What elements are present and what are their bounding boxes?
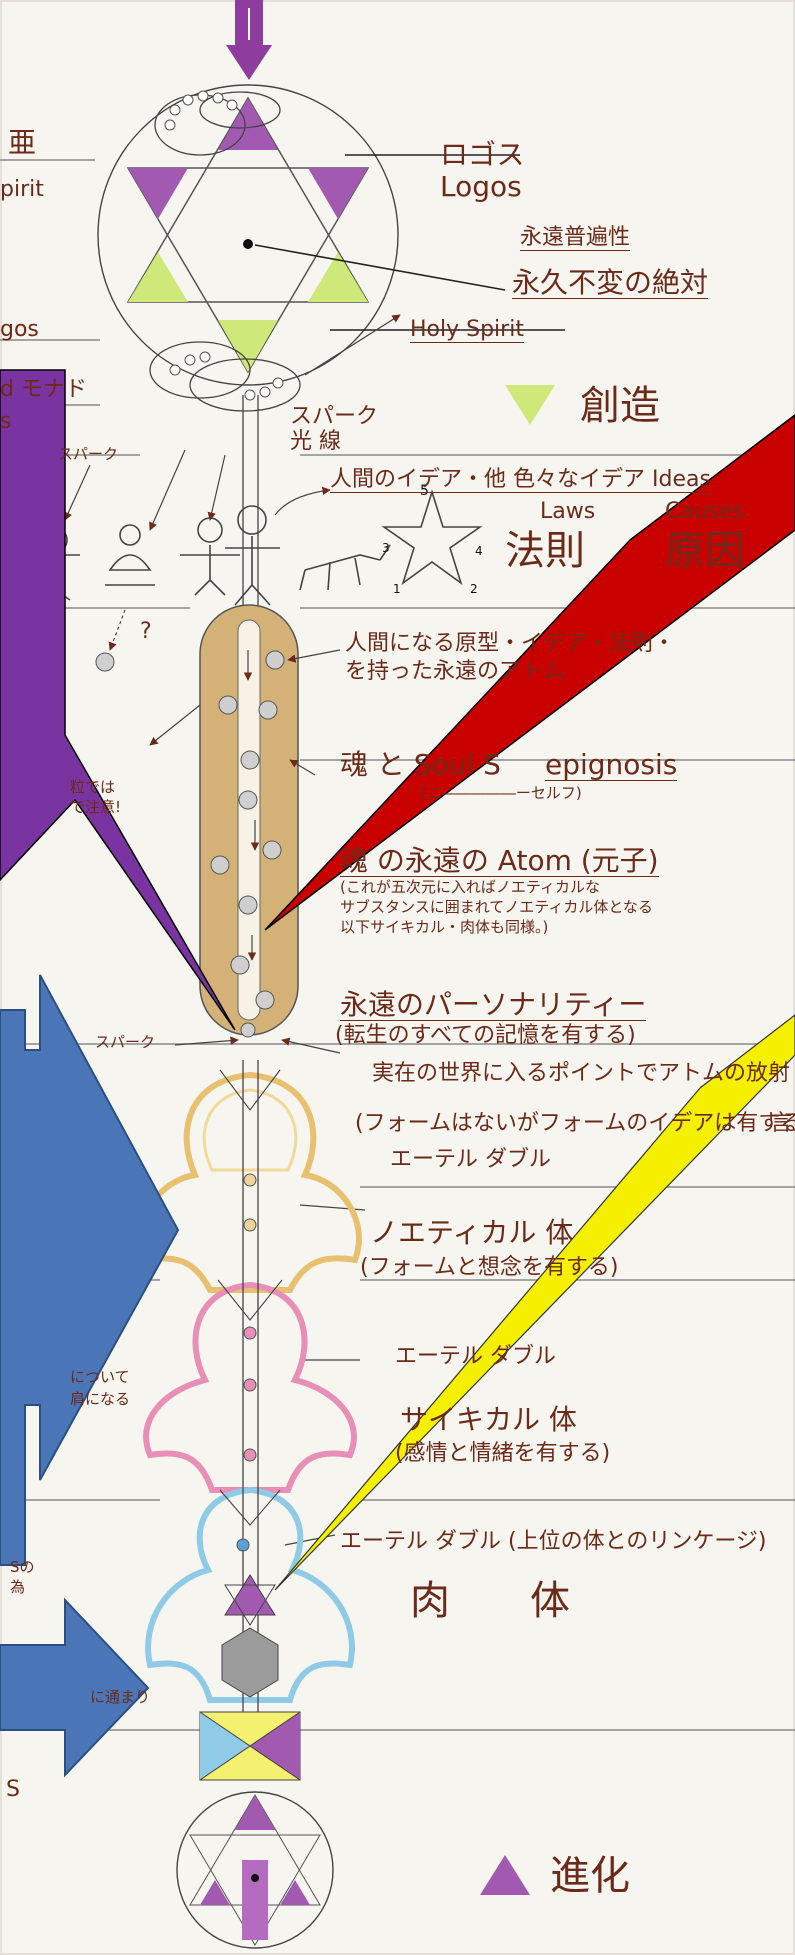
ideas-line: 人間のイデア・他 色々なイデア Ideas (330, 467, 711, 494)
svg-text:2: 2 (470, 582, 478, 596)
causes-ja: 原因 (665, 528, 745, 574)
animal-figure-icon (299, 544, 391, 591)
human-figure-icon (225, 505, 280, 606)
laws-en: Laws (540, 499, 596, 524)
triangle-down-icon (505, 385, 555, 425)
left-note-3: について (70, 1368, 130, 1386)
descent-arrow-head (226, 45, 272, 80)
atom-note-3: 以下サイキカル・肉体も同様。) (340, 918, 549, 936)
noetical-body-aura (138, 1071, 362, 1293)
laws-ja: 法則 (505, 528, 585, 574)
hexagram-icon (97, 84, 399, 386)
red-callout (264, 414, 795, 931)
left-note-8: S (6, 1777, 20, 1802)
big-blue-arrow (0, 974, 180, 1566)
epignosis-label: epignosis (545, 748, 678, 782)
svg-text:3: 3 (382, 541, 390, 555)
left-label-5: s (0, 409, 12, 434)
small-blue-arrow (0, 1597, 150, 1778)
atom-title: 魂 の永遠の Atom (元子) (340, 844, 659, 878)
left-note-1: 粒では (70, 778, 116, 796)
star-icon (381, 489, 483, 586)
left-note-7: に通まり (90, 1688, 151, 1706)
causes-en: Causes (665, 499, 745, 524)
etheric-double-2: エーテル ダブル (395, 1344, 556, 1369)
tube-spark: スパーク (95, 1033, 156, 1051)
left-label-2: pirit (0, 177, 44, 202)
left-note-6: 為 (10, 1578, 26, 1596)
etheric-double-1: エーテル ダブル (390, 1147, 551, 1172)
left-label-3: gos (0, 317, 39, 342)
yellow-callout (274, 1014, 795, 1591)
holy-spirit: Holy Spirit (410, 317, 524, 344)
noetical-form-note-tail: 言 (770, 1111, 793, 1136)
left-note-4: 肩になる (70, 1390, 131, 1408)
atom-label-1: 人間になる原型・イデア・法則・ (345, 631, 676, 656)
left-label-4: d モナド (0, 377, 87, 402)
noetical-form-note: (フォームはないがフォームのイデアは有する) (355, 1111, 795, 1136)
evolution-label: 進化 (550, 1853, 630, 1899)
eternal-absolute: 永久不変の絶対 (512, 266, 709, 300)
etheric-double-3: エーテル ダブル (上位の体とのリンケージ) (340, 1529, 767, 1554)
left-note-2: で注意! (70, 798, 122, 816)
svg-text:4: 4 (475, 544, 483, 558)
atom-note-2: サブスタンスに囲まれてノエティカル体となる (340, 898, 653, 916)
left-label-1: 亜 (8, 126, 37, 159)
personality-note: (転生のすべての記憶を有する) (335, 1023, 636, 1048)
soul-label: 魂 と Soul S (340, 748, 501, 781)
triangle-up-icon (480, 1855, 530, 1895)
left-question: ? (140, 619, 152, 644)
left-spark: スパーク (58, 445, 119, 463)
atom-label-2: を持った永遠のアトム (345, 659, 566, 684)
noetical-body: ノエティカル 体 (370, 1216, 574, 1249)
logos-ja: ロゴス (440, 138, 525, 171)
physical-body: 肉 体 (410, 1578, 570, 1624)
spark-label: スパーク (290, 404, 379, 429)
bottom-hexagram-icon (176, 1791, 334, 1949)
psychical-body-note: (感情と情緒を有する) (395, 1441, 611, 1466)
pointer-line (254, 244, 506, 291)
entry-point: 実在の世界に入るポイントでアトムの放射 (372, 1061, 791, 1086)
self-note: (ニ―――――ーセルフ) (420, 784, 582, 802)
atom-note-1: (これが五次元に入ればノエティカルな (340, 878, 600, 896)
logos-en: Logos (440, 170, 522, 203)
eternal-universal: 永遠普遍性 (520, 225, 631, 252)
ray-label: 光 線 (290, 429, 341, 454)
svg-text:1: 1 (393, 582, 401, 596)
human-figure-icon (105, 524, 155, 586)
purple-callout (0, 369, 236, 1031)
noetical-body-note: (フォームと想念を有する) (360, 1255, 619, 1280)
personality-label: 永遠のパーソナリティー (340, 988, 647, 1022)
atom-circle-icon (95, 652, 115, 672)
creation-label: 創造 (580, 383, 660, 429)
svg-text:5: 5 (420, 483, 429, 499)
psychical-body: サイキカル 体 (400, 1403, 577, 1436)
left-note-5: Sの (10, 1558, 35, 1576)
